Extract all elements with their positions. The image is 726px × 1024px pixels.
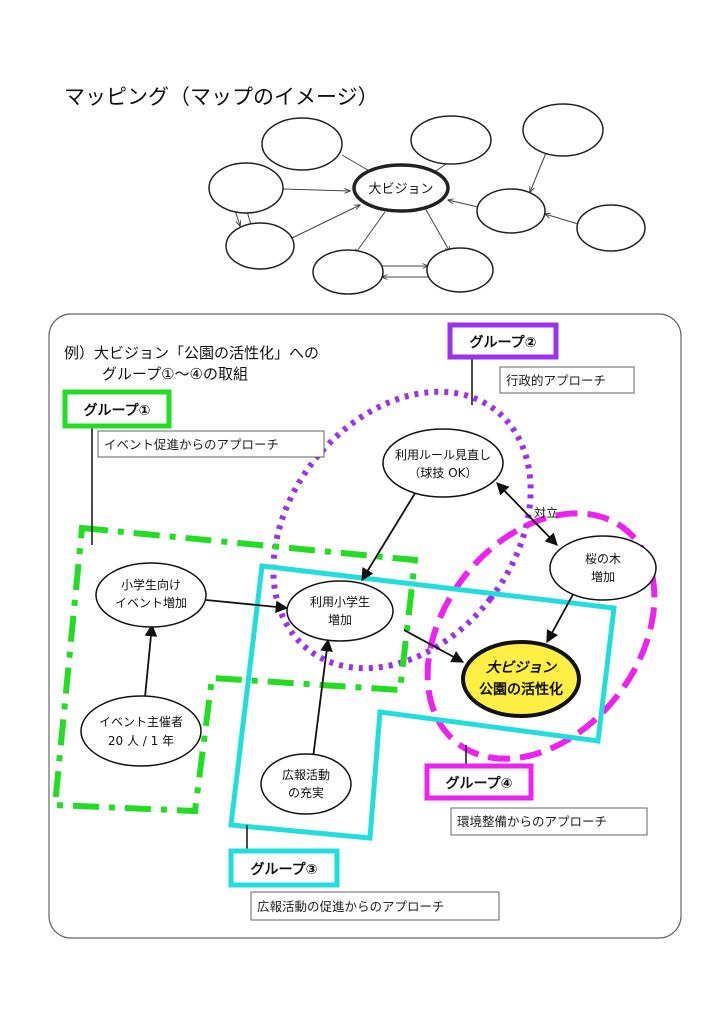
- node-students-line2: 増加: [328, 613, 352, 627]
- map-node: [261, 117, 343, 171]
- group1-approach-box: イベント促進からのアプローチ: [97, 430, 325, 458]
- map-edge: [355, 211, 386, 254]
- arrow-sakura-to-vision: [546, 588, 577, 644]
- node-vision-shape: [461, 640, 581, 718]
- example-heading-line1: 例）大ビジョン「公園の活性化」への: [64, 344, 319, 362]
- map-node: [225, 222, 295, 270]
- group4-region: [424, 510, 658, 762]
- node-vision: 大ビジョン 公園の活性化: [461, 640, 581, 718]
- map-node: [208, 162, 284, 214]
- arrow-rules-sakura-conflict: [496, 482, 558, 546]
- map-node: [576, 204, 646, 252]
- map-center-label: 大ビジョン: [368, 182, 433, 197]
- arrow-organizers-to-event: [144, 623, 158, 698]
- map-edge: [424, 207, 450, 252]
- node-sakura: 桜の木 増加: [549, 535, 657, 601]
- group1-approach: イベント促進からのアプローチ: [104, 437, 279, 452]
- map-center-node: [352, 163, 450, 213]
- node-rules: 利用ルール見直し （球技 OK）: [382, 428, 504, 498]
- node-students-line1: 利用小学生: [310, 594, 370, 609]
- node-event-increase: 小学生向け イベント増加: [95, 562, 207, 628]
- page-title: マッピング（マップのイメージ）: [64, 85, 379, 109]
- conflict-label: 対立: [534, 505, 558, 520]
- group1-label: グループ①: [83, 402, 150, 419]
- group2-approach-box: 行政的アプローチ: [499, 366, 635, 394]
- node-pr: 広報活動 の充実: [260, 753, 352, 815]
- node-organizers-line1: イベント主催者: [99, 715, 183, 729]
- node-sakura-line2: 増加: [591, 570, 615, 584]
- map-edge: [448, 200, 479, 208]
- arrow-pr-to-students: [312, 638, 333, 759]
- node-organizers: イベント主催者 20 人 / 1 年: [80, 695, 202, 767]
- map-edge: [282, 189, 350, 191]
- map-node: [426, 247, 494, 293]
- group4-label: グループ④: [445, 775, 512, 792]
- node-pr-line2: の充実: [288, 785, 324, 800]
- group2-label: グループ②: [469, 334, 536, 351]
- group4-approach: 環境整備からのアプローチ: [457, 814, 607, 829]
- node-rules-line2: （球技 OK）: [408, 466, 477, 480]
- arrow-event-to-students: [205, 599, 289, 614]
- flow-arrows: [144, 482, 577, 759]
- map-node: [410, 115, 492, 165]
- group2-region: [270, 388, 534, 672]
- node-vision-line1: 大ビジョン: [486, 659, 557, 676]
- example-heading-line2: グループ①～④の取組: [102, 365, 248, 383]
- node-event-increase-line2: イベント増加: [115, 596, 187, 610]
- map-node: [476, 188, 546, 234]
- arrow-rules-to-students: [361, 489, 418, 582]
- group4-approach-box: 環境整備からのアプローチ: [450, 807, 648, 836]
- group1-label-box: グループ①: [62, 389, 172, 429]
- node-students: 利用小学生 増加: [286, 580, 394, 642]
- node-event-increase-line1: 小学生向け: [121, 577, 181, 592]
- node-rules-line1: 利用ルール見直し: [395, 448, 491, 462]
- map-edge: [530, 147, 549, 192]
- map-node: [312, 249, 384, 295]
- map-node: [522, 103, 604, 157]
- arrow-students-to-vision: [403, 629, 465, 663]
- group3-approach: 広報活動の促進からのアプローチ: [257, 899, 445, 914]
- group3-approach-box: 広報活動の促進からのアプローチ: [250, 891, 500, 921]
- group2-approach: 行政的アプローチ: [506, 373, 606, 388]
- group2-label-box: グループ②: [447, 322, 559, 360]
- group3-label: グループ③: [250, 861, 317, 878]
- map-edge: [289, 205, 360, 240]
- map-image: 大ビジョン: [208, 103, 646, 295]
- node-organizers-line2: 20 人 / 1 年: [108, 734, 174, 748]
- map-edge: [545, 214, 579, 225]
- group3-label-box: グループ③: [228, 848, 340, 888]
- node-sakura-line1: 桜の木: [585, 552, 621, 566]
- group3-region: [228, 563, 617, 841]
- group4-label-box: グループ④: [424, 763, 534, 801]
- group1-region: [51, 524, 419, 815]
- node-vision-line2: 公園の活性化: [479, 681, 563, 698]
- node-pr-line1: 広報活動: [282, 768, 330, 782]
